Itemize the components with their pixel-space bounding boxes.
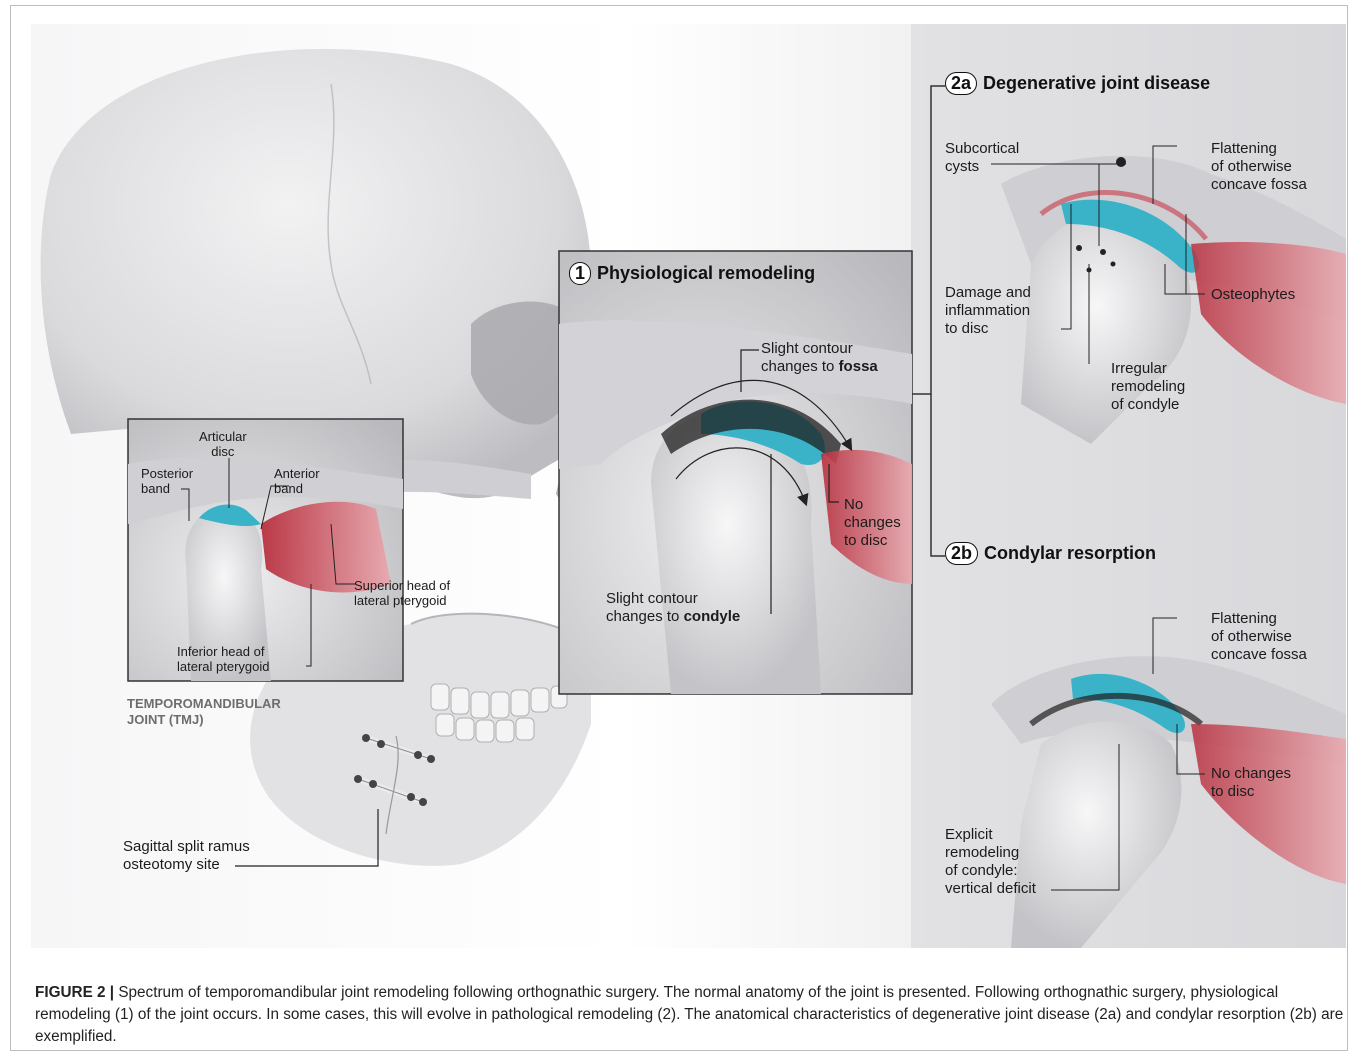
panel2b-number: 2b [945, 542, 978, 565]
panel1-number: 1 [569, 262, 591, 285]
caption-text: Spectrum of temporomandibular joint remo… [35, 984, 1343, 1045]
condyle-label-bold: condyle [684, 608, 741, 625]
illustration: Articular disc Posterior band Anterior b… [31, 24, 1346, 948]
explicit-remodeling-label: Explicit remodeling of condyle: vertical… [945, 826, 1036, 898]
no-changes-disc-label-1: No changes to disc [844, 496, 901, 550]
irregular-label: Irregular remodeling of condyle [1111, 360, 1185, 414]
figure-caption: FIGURE 2 | Spectrum of temporomandibular… [35, 982, 1347, 1048]
superior-head-label: Superior head of lateral pterygoid [354, 578, 450, 608]
panel2b-title: 2b Condylar resorption [945, 542, 1156, 565]
anatomy-illustration [31, 24, 1346, 948]
osteotomy-label: Sagittal split ramus osteotomy site [123, 838, 250, 874]
panel2a-number: 2a [945, 72, 977, 95]
damage-label: Damage and inflammation to disc [945, 284, 1031, 338]
flattening-label-2b: Flattening of otherwise concave fossa [1211, 610, 1307, 664]
caption-label: FIGURE 2 [35, 984, 106, 1001]
panel1-title: 1 Physiological remodeling [569, 262, 815, 285]
tmj-title: TEMPOROMANDIBULAR JOINT (TMJ) [127, 696, 281, 728]
anterior-band-label: Anterior band [274, 466, 320, 496]
panel2b-title-text: Condylar resorption [984, 543, 1156, 563]
inferior-head-label: Inferior head of lateral pterygoid [177, 644, 270, 674]
flattening-label-2a: Flattening of otherwise concave fossa [1211, 140, 1307, 194]
condyle-label: Slight contour changes to condyle [606, 590, 740, 626]
posterior-band-label: Posterior band [141, 466, 193, 496]
fossa-label: Slight contour changes to fossa [761, 340, 878, 376]
panel1-title-text: Physiological remodeling [597, 263, 815, 283]
figure-frame: Articular disc Posterior band Anterior b… [10, 5, 1348, 1051]
panel2a-title: 2a Degenerative joint disease [945, 72, 1210, 95]
caption-separator: | [110, 984, 114, 1001]
osteophytes-label: Osteophytes [1211, 286, 1295, 304]
subcortical-cysts-label: Subcortical cysts [945, 140, 1019, 176]
articular-disc-label: Articular disc [199, 429, 247, 459]
no-changes-disc-label-2b: No changes to disc [1211, 765, 1291, 801]
panel2a-title-text: Degenerative joint disease [983, 73, 1210, 93]
fossa-label-bold: fossa [839, 358, 878, 375]
